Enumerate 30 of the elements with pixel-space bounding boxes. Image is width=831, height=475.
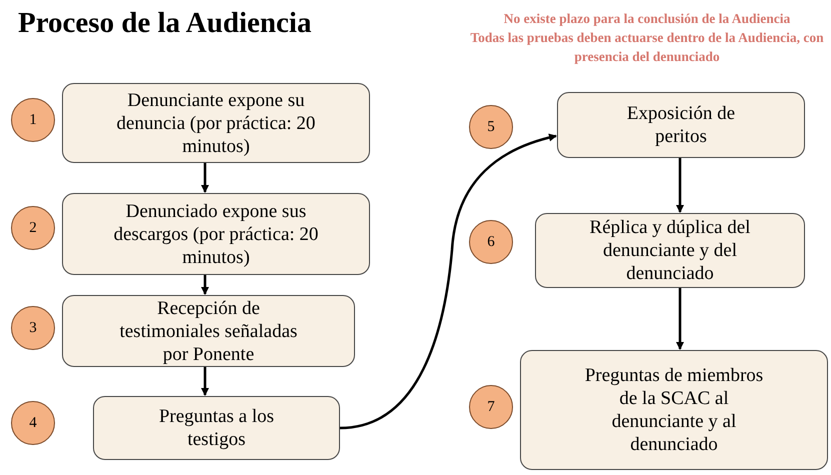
step-number: 3 — [29, 318, 37, 338]
arrow — [201, 367, 209, 396]
step-number: 5 — [487, 118, 495, 137]
step-text: Preguntas de miembros de la SCAC al denunciante y al denunciado — [584, 364, 764, 456]
process-box — [557, 92, 805, 158]
note-text: Todas las pruebas deben actuarse dentro de la Audiencia, con presencia del denunciado — [469, 29, 825, 66]
step-text: Recepción de testimoniales señaladas por Ponente — [118, 296, 298, 366]
step-text: Denunciante expone su denuncia (por práctica: 20 minutos) — [116, 88, 316, 158]
step-text: Preguntas a los testigos — [158, 405, 276, 451]
process-box — [62, 295, 355, 367]
arrow — [340, 134, 557, 430]
step-number: 7 — [487, 398, 495, 417]
step-number: 6 — [487, 232, 495, 252]
process-box — [62, 193, 370, 275]
step-text: Exposición de peritos — [626, 102, 736, 148]
arrow — [676, 288, 684, 350]
process-box — [520, 350, 828, 470]
process-box — [535, 213, 805, 288]
title: Proceso de la Audiencia — [18, 6, 312, 41]
arrow — [201, 163, 209, 193]
note-text: No existe plazo para la conclusión de la Audiencia — [504, 10, 790, 28]
step-text: Réplica y dúplica del denunciante y del denunciado — [588, 216, 752, 285]
step-number: 2 — [29, 218, 37, 238]
process-box — [93, 396, 340, 460]
step-number: 1 — [29, 110, 37, 130]
step-number: 4 — [29, 414, 37, 433]
process-box — [62, 83, 370, 163]
arrow — [201, 275, 209, 295]
step-text: Denunciado expone sus descargos (por práctica: 20 minutos) — [112, 200, 320, 268]
arrow — [676, 158, 684, 213]
